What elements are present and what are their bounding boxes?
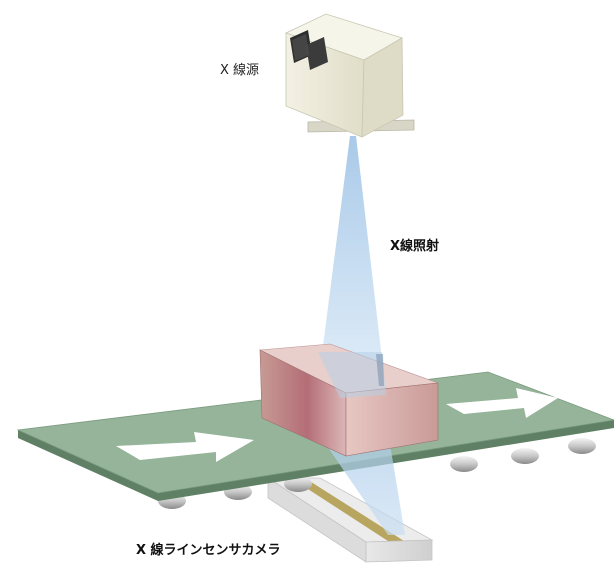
source-connector xyxy=(290,30,328,70)
inspected-product xyxy=(258,343,439,457)
xray-source-label: X 線源 xyxy=(220,62,259,78)
xray-beam-upper xyxy=(318,136,385,385)
product-side-face xyxy=(345,382,439,457)
roller xyxy=(568,438,596,454)
xray-irradiation-label: X線照射 xyxy=(390,238,439,254)
line-sensor-camera-label: X 線ラインセンサカメラ xyxy=(136,542,281,558)
sensor-slit xyxy=(294,480,404,541)
beam-through-product xyxy=(318,352,386,398)
beam-core xyxy=(376,354,384,386)
sensor-left-face xyxy=(267,477,367,563)
arrow-right-icon xyxy=(446,388,558,418)
arrow-right-icon xyxy=(116,432,254,462)
roller xyxy=(511,448,539,464)
xray-source-housing xyxy=(284,13,415,138)
sensor-front-face xyxy=(365,539,433,563)
source-right-face xyxy=(361,37,404,138)
roller xyxy=(450,456,478,472)
roller xyxy=(284,476,312,492)
